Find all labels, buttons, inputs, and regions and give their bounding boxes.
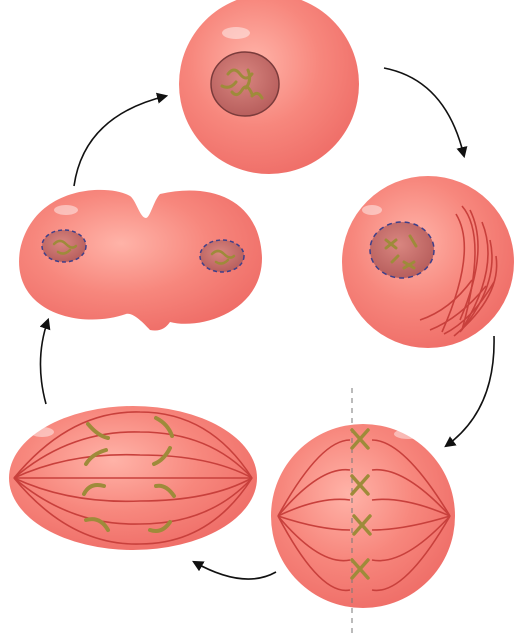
prophase-nucleus	[370, 222, 434, 278]
telophase-cell	[19, 190, 262, 331]
cell-highlight	[222, 314, 238, 322]
prophase-cell	[342, 176, 514, 348]
cell-highlight	[30, 427, 54, 437]
anaphase-cell	[9, 406, 257, 550]
cycle-arrow-icon	[446, 336, 494, 446]
cycle-arrow-icon	[384, 68, 464, 156]
cell-highlight	[54, 205, 78, 215]
daughter-nucleus-left	[42, 230, 86, 262]
cycle-arrow-icon	[194, 562, 276, 579]
cell-highlight	[222, 27, 250, 39]
metaphase-cell	[271, 388, 455, 636]
cycle-arrow-icon	[74, 96, 166, 186]
interphase-cell	[179, 0, 359, 174]
cell-highlight	[362, 205, 382, 215]
daughter-nucleus-right	[200, 240, 244, 272]
cycle-arrow-icon	[40, 320, 48, 404]
cell-highlight	[394, 429, 422, 439]
metaphase-cell-body	[271, 424, 455, 608]
interphase-nucleus	[211, 52, 279, 116]
